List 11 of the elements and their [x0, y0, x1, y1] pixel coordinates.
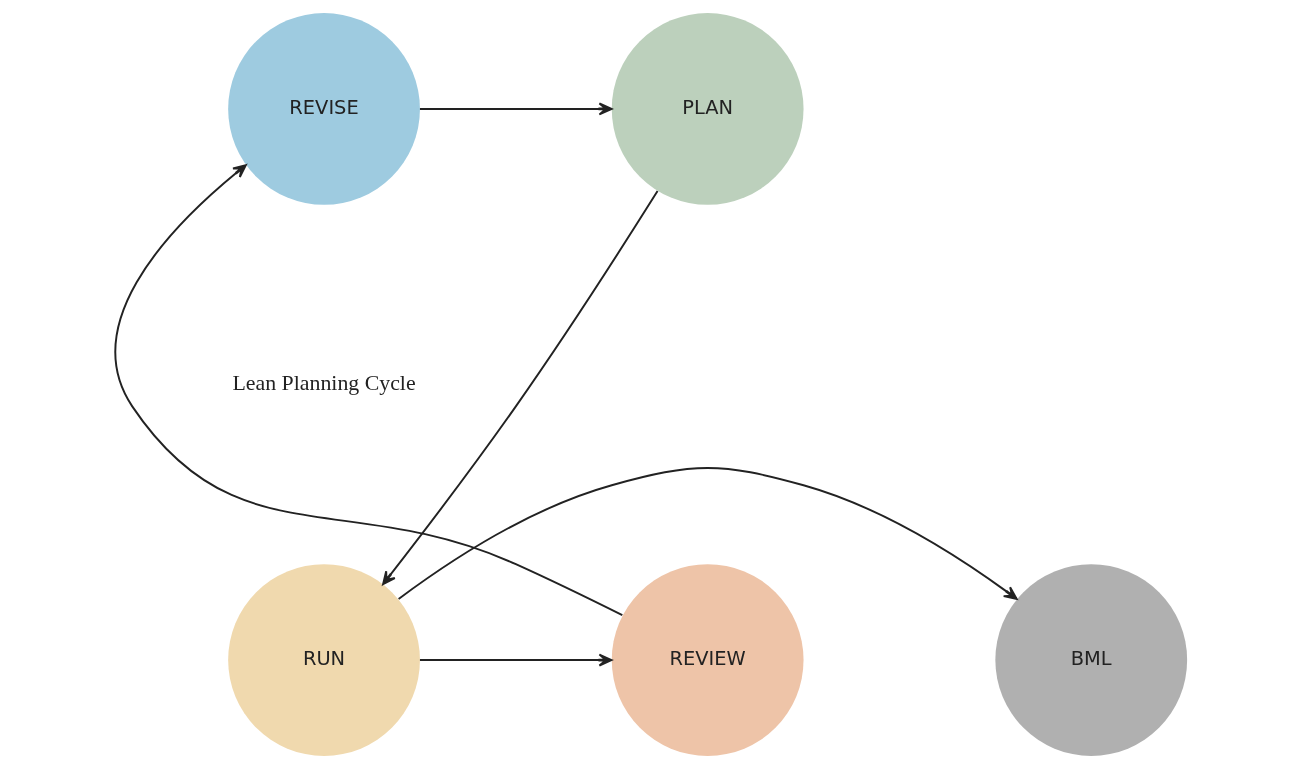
node-circle: BML	[994, 564, 1187, 756]
node-circle: REVISE	[227, 13, 420, 205]
node-circle: PLAN	[611, 13, 804, 205]
arrow	[397, 467, 1018, 600]
arrow	[418, 102, 613, 116]
label: Lean Planning Cycle	[231, 370, 416, 395]
arrow	[418, 653, 613, 667]
node-circle: REVIEW	[611, 564, 804, 756]
node-circle: RUN	[227, 564, 420, 756]
arrow	[381, 190, 658, 586]
arrow	[114, 164, 623, 617]
